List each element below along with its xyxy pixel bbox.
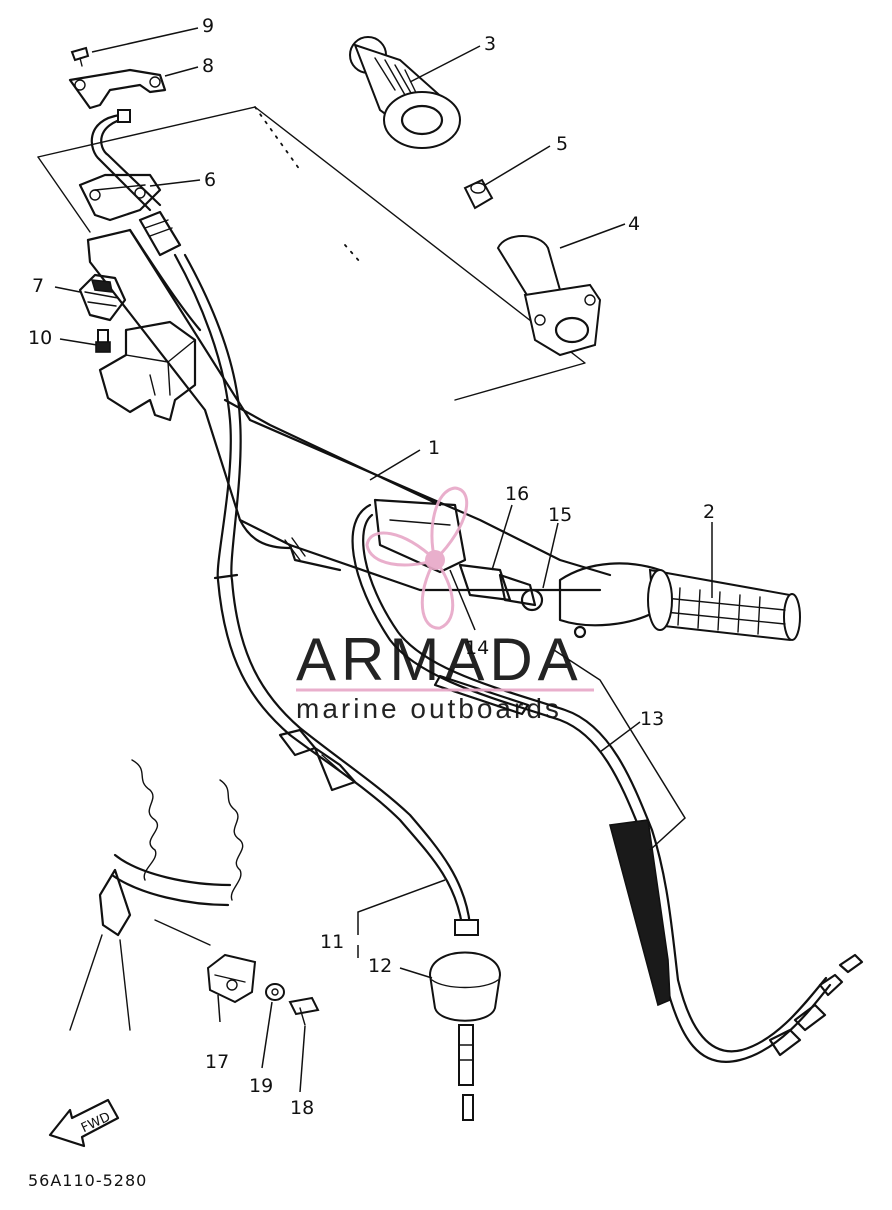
front-fork [69,759,244,1031]
part-label-4: 4 [628,213,640,235]
part-label-12: 12 [368,955,392,977]
fwd-label: FWD [79,1110,113,1136]
propeller-logo-icon [365,486,469,630]
cable-adjuster-12 [428,919,502,1121]
screw-10 [95,329,111,353]
left-switch-housing [98,320,197,422]
grip-3 [349,36,461,149]
watermark-tagline: marine outboards [296,693,562,724]
clutch-cable-13 [351,503,864,1063]
cable-holder-6 [78,173,162,222]
part-label-11: 11 [320,931,344,953]
armada-watermark: ARMADA marine outboards [296,486,594,724]
watermark-brand: ARMADA [296,626,583,693]
cable-clamp-17 [206,953,257,1004]
throttle-cable-upper [90,109,182,257]
part-labels: 9 8 3 5 6 4 7 10 1 16 15 2 14 13 11 12 1… [28,15,715,1119]
part-label-17: 17 [205,1051,229,1073]
throttle-tube-4 [496,235,602,357]
part-label-14: 14 [465,637,489,659]
part-label-10: 10 [28,327,52,349]
washer-19 [265,983,285,1001]
part-label-8: 8 [202,55,214,77]
part-label-2: 2 [703,501,715,523]
part-label-6: 6 [204,169,216,191]
part-label-5: 5 [556,133,568,155]
part-label-19: 19 [249,1075,273,1097]
throttle-housing [373,498,544,612]
drawing-code: 56A110-5280 [28,1171,147,1190]
assembly-group-outline [37,106,586,401]
part-label-16: 16 [505,483,529,505]
bolt-18 [288,996,320,1026]
throttle-cable-11 [173,253,472,927]
part-label-1: 1 [428,437,440,459]
lever-perch-7 [78,273,127,322]
part-label-9: 9 [202,15,214,37]
part-label-15: 15 [548,504,572,526]
grip-2 [558,562,801,642]
fwd-direction-arrow: FWD [48,1098,120,1148]
collar-5 [463,178,494,210]
screw-9 [70,46,90,67]
part-label-7: 7 [32,275,44,297]
cap-8 [68,68,167,110]
leader-lines [54,27,713,1093]
part-label-3: 3 [484,33,496,55]
part-label-18: 18 [290,1097,314,1119]
part-label-13: 13 [640,708,664,730]
